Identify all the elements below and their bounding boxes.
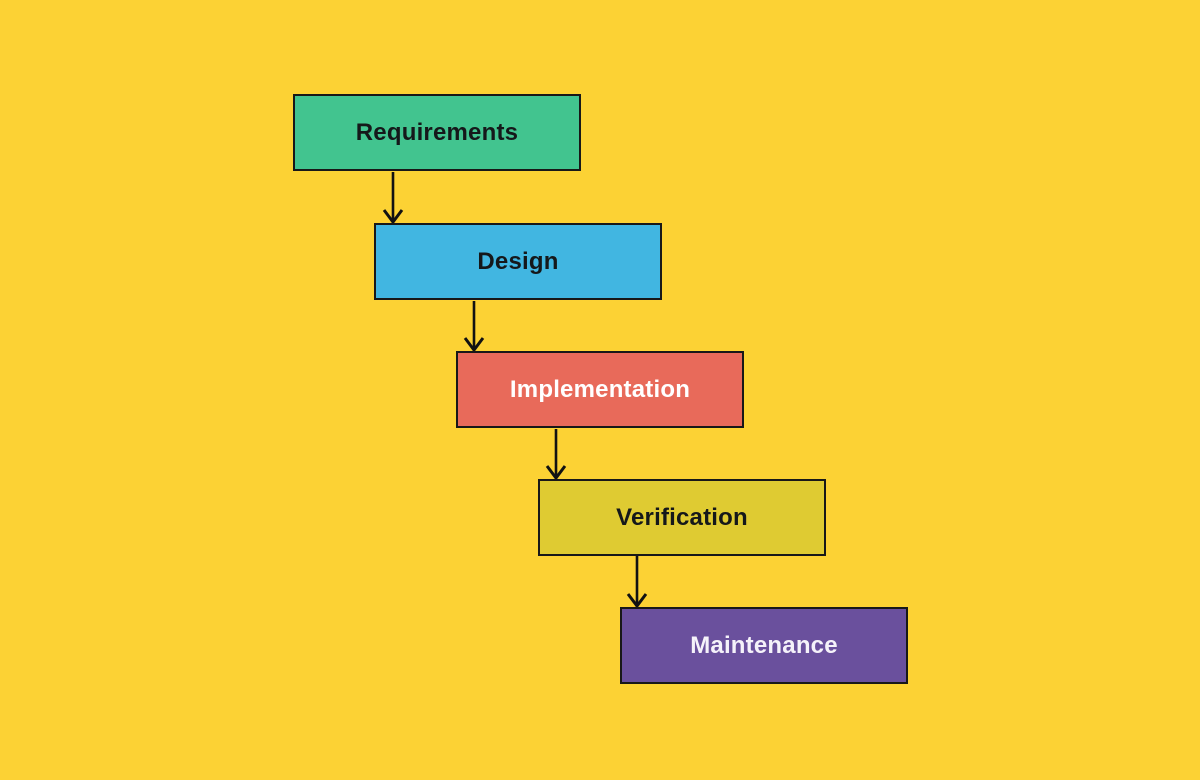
arrow-design-to-implementation	[463, 301, 485, 353]
stage-label-maintenance: Maintenance	[690, 631, 838, 659]
stage-box-requirements: Requirements	[293, 94, 581, 171]
stage-box-verification: Verification	[538, 479, 826, 556]
arrow-implementation-to-verification	[545, 429, 567, 481]
arrow-verification-to-maintenance	[626, 556, 648, 609]
arrow-requirements-to-design	[382, 172, 404, 225]
stage-box-design: Design	[374, 223, 662, 300]
stage-label-verification: Verification	[616, 503, 748, 531]
stage-label-implementation: Implementation	[509, 375, 691, 403]
stage-box-maintenance: Maintenance	[620, 607, 908, 684]
stage-box-implementation: Implementation	[456, 351, 744, 428]
stage-label-design: Design	[477, 247, 559, 275]
stage-label-requirements: Requirements	[355, 118, 519, 146]
